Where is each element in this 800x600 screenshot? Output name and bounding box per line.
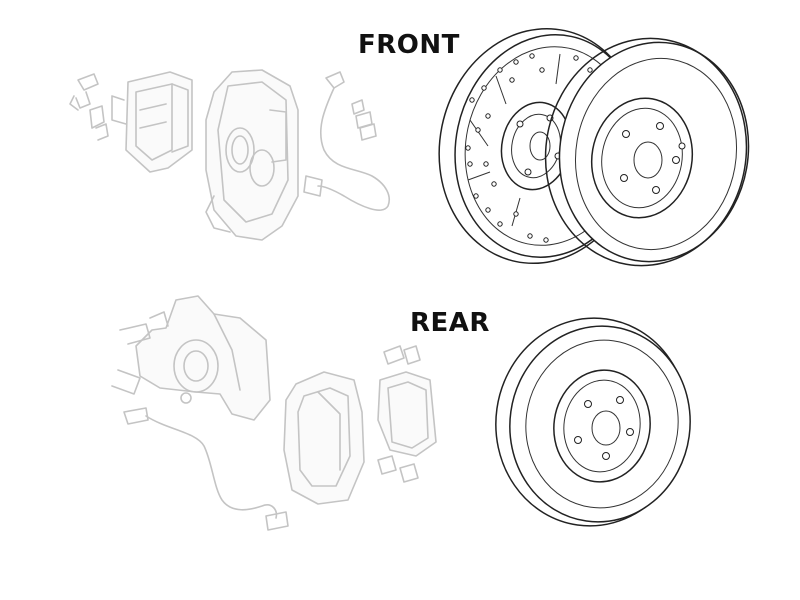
rear-caliper-bracket [283,371,365,505]
rear-rotor [495,317,691,527]
front-caliper-assembly [69,69,390,241]
front-caliper-body [205,69,299,241]
rear-caliper-body [111,295,271,421]
rear-brake-pads [377,345,437,483]
front-brake-pads [111,71,193,173]
rear-label: REAR [410,308,490,338]
front-label: FRONT [358,30,460,60]
front-plain-rotor [544,37,750,267]
front-pad-clips [69,73,109,141]
rear-wear-sensor [123,407,289,531]
rear-caliper-assembly [111,295,437,531]
front-caliper-clips [351,99,377,141]
front-wear-sensor [303,71,390,211]
